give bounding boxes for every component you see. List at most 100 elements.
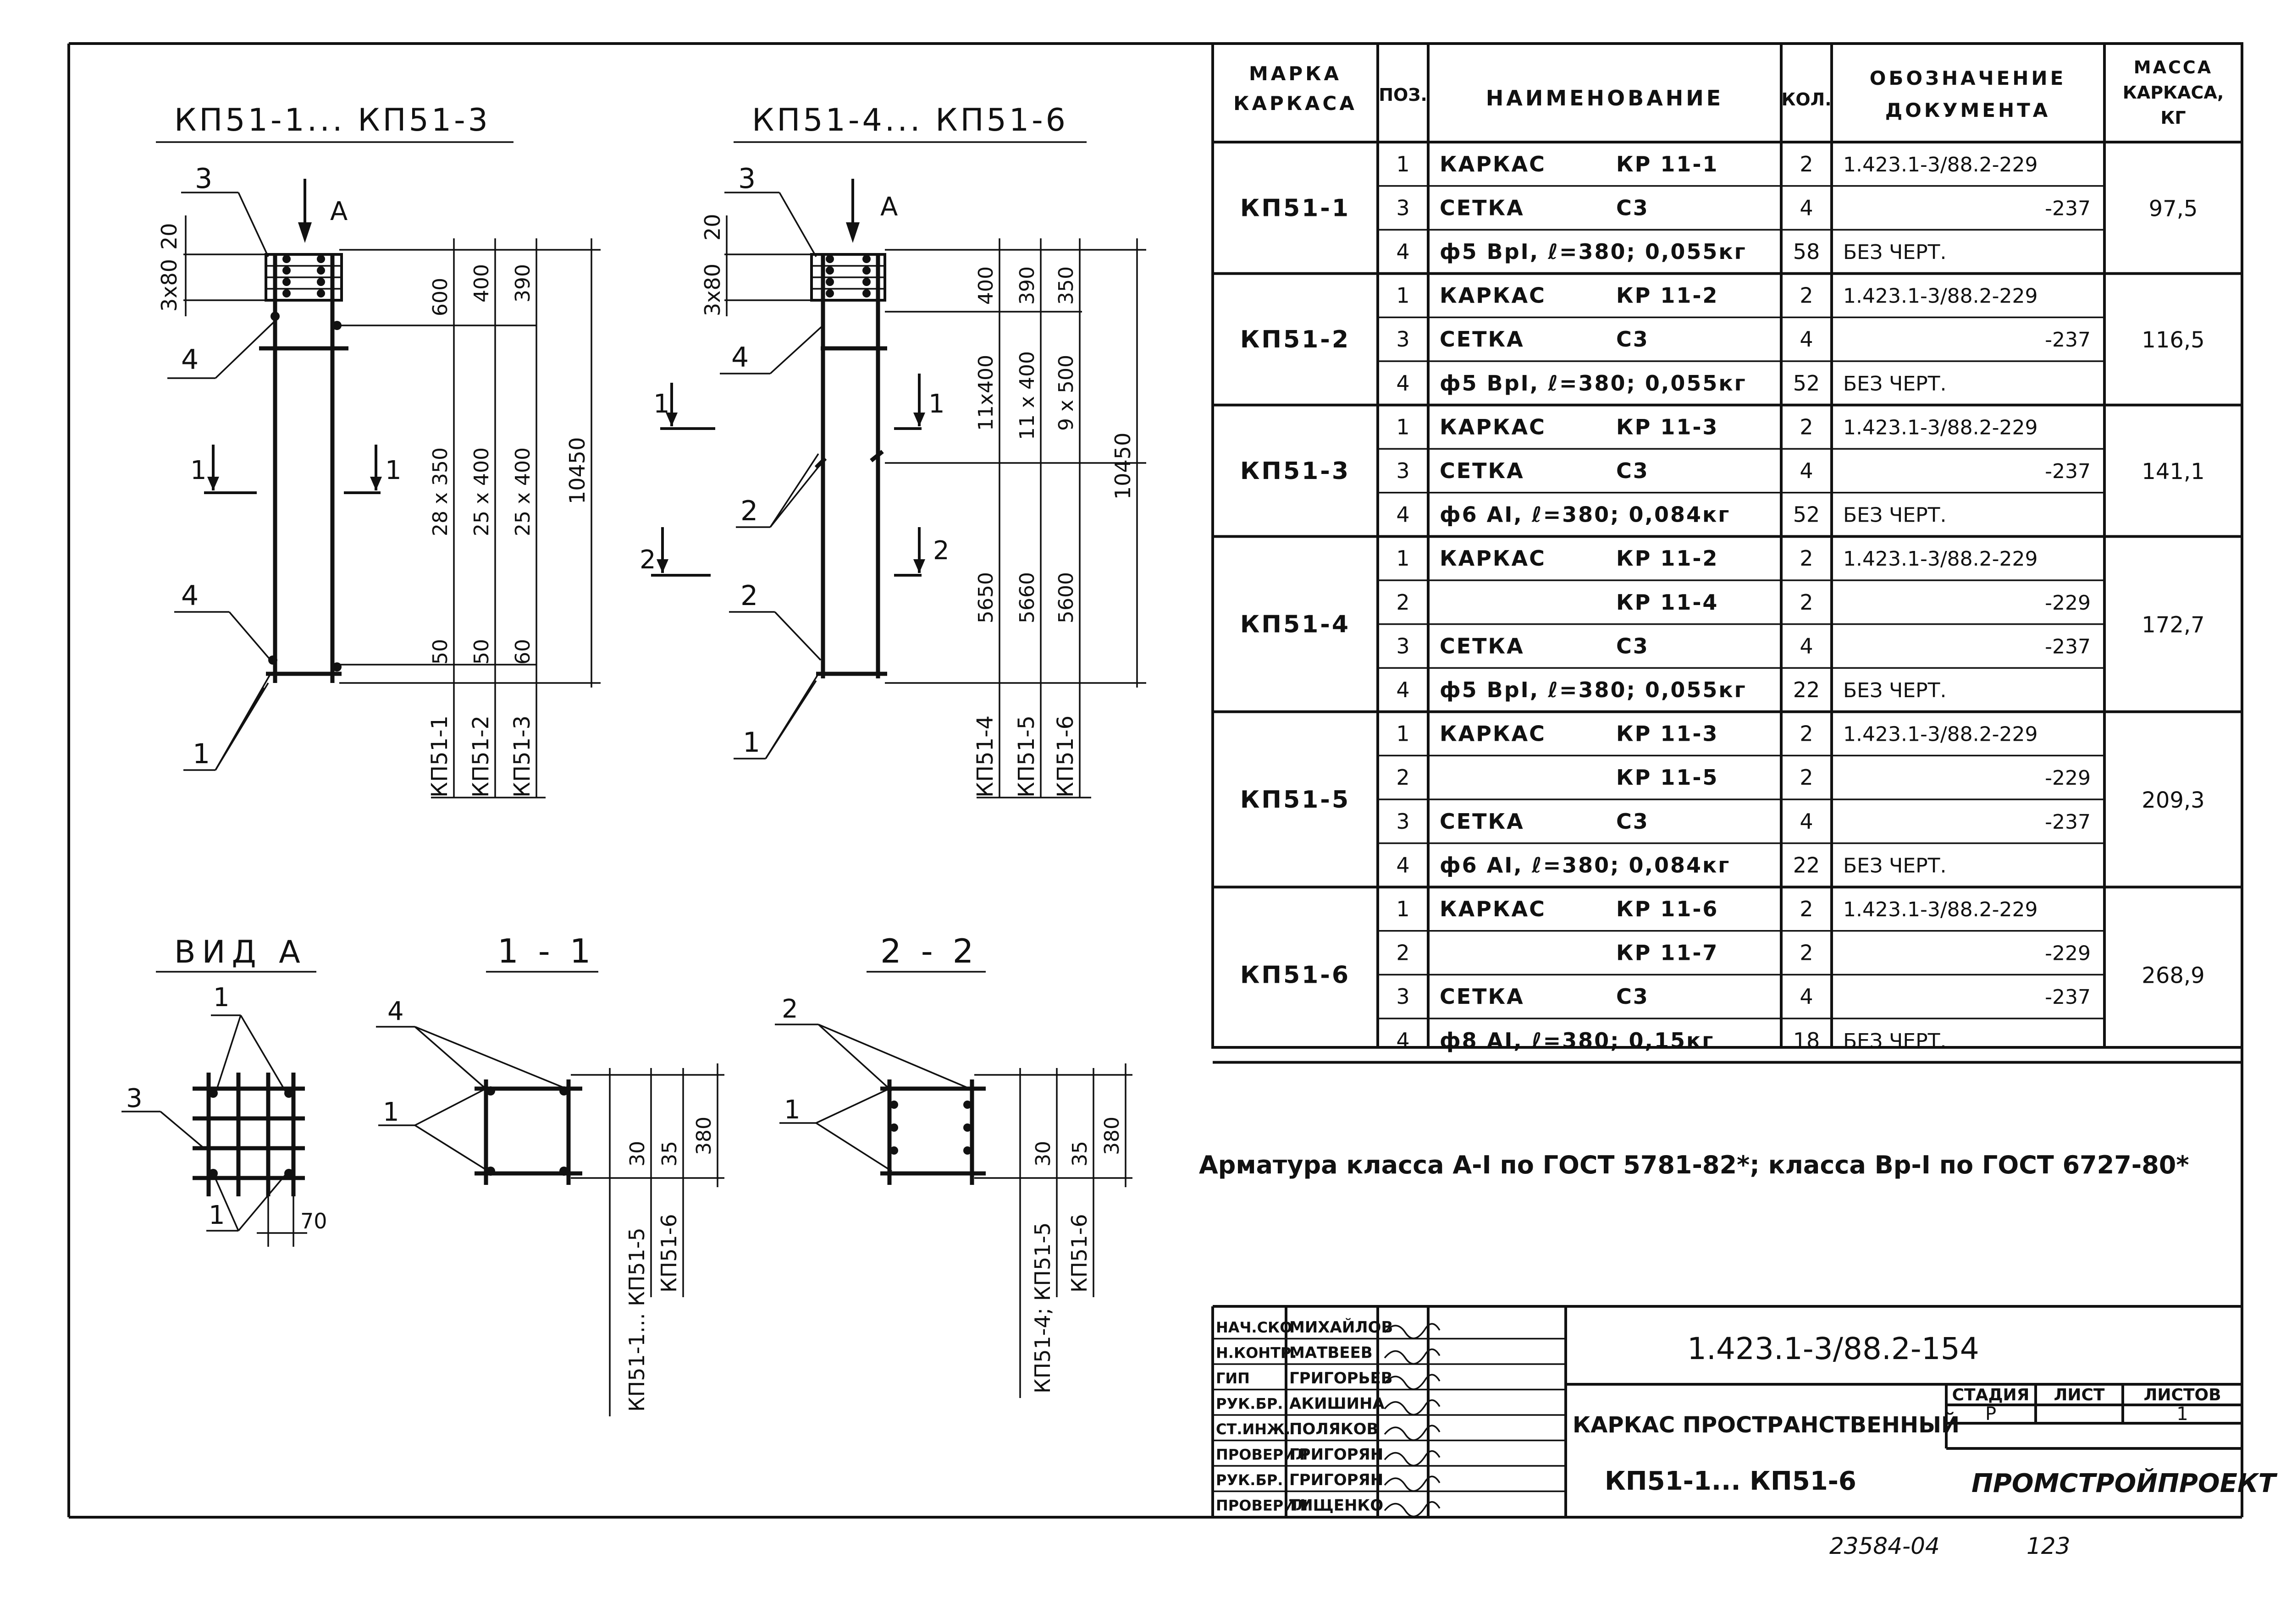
section-2-2: 2 - 2 2 1 30 35 380 КП51-4; КП51-5 КП51-…: [775, 932, 1132, 1398]
person-name: ГРИГОРЯН: [1289, 1446, 1383, 1464]
row-qty: 2: [1800, 414, 1813, 439]
row-doc: -229: [2045, 942, 2091, 965]
row-qty: 4: [1800, 327, 1813, 352]
row-qty: 4: [1800, 195, 1813, 220]
row-item: КР 11-5: [1616, 765, 1718, 790]
row-item: КР 11-3: [1616, 721, 1718, 746]
person-name: ТИЩЕНКО: [1289, 1497, 1383, 1515]
row-pos: 3: [1396, 195, 1409, 220]
svg-text:60: 60: [511, 639, 535, 665]
svg-text:3х80: 3х80: [157, 259, 182, 312]
row-qty: 4: [1800, 984, 1813, 1009]
signature-icon: [1384, 1349, 1441, 1365]
svg-text:4: 4: [181, 344, 199, 376]
row-doc: -237: [2045, 810, 2091, 834]
svg-text:4: 4: [731, 341, 749, 374]
svg-text:КП51-6: КП51-6: [657, 1214, 681, 1293]
svg-text:3: 3: [126, 1084, 143, 1113]
row-name: ф5 ВрI, ℓ=380; 0,055кг: [1440, 239, 1747, 264]
row-name: СЕТКА: [1440, 195, 1524, 220]
row-pos: 1: [1396, 546, 1409, 571]
svg-text:1: 1: [784, 1095, 801, 1125]
row-name: КАРКАС: [1440, 897, 1546, 921]
svg-text:20: 20: [157, 223, 182, 250]
row-qty: 22: [1793, 677, 1820, 702]
frame-mark: КП51-1: [1240, 194, 1350, 222]
row-doc: БЕЗ ЧЕРТ.: [1843, 679, 1947, 702]
svg-text:50: 50: [429, 639, 452, 665]
svg-text:11х400: 11х400: [974, 355, 998, 431]
row-pos: 3: [1396, 633, 1409, 658]
svg-text:КП51-1... КП51-5: КП51-1... КП51-5: [624, 1228, 649, 1412]
row-pos: 2: [1396, 765, 1409, 790]
row-name: КАРКАС: [1440, 283, 1546, 308]
row-qty: 22: [1793, 853, 1820, 877]
document-code: 1.423.1-3/88.2-154: [1687, 1331, 1979, 1366]
svg-text:380: 380: [692, 1117, 716, 1155]
row-pos: 4: [1396, 1028, 1409, 1053]
svg-text:1: 1: [193, 738, 210, 770]
row-doc: 1.423.1-3/88.2-229: [1843, 153, 2038, 176]
svg-text:КП51-2: КП51-2: [468, 716, 494, 798]
row-qty: 18: [1793, 1028, 1820, 1053]
svg-text:1: 1: [928, 389, 945, 419]
svg-text:20: 20: [700, 214, 725, 241]
svg-text:КГ: КГ: [2160, 108, 2186, 128]
svg-text:25 х 400: 25 х 400: [511, 447, 535, 536]
row-pos: 4: [1396, 853, 1409, 877]
svg-text:5650: 5650: [974, 572, 998, 623]
row-name: ф5 ВрI, ℓ=380; 0,055кг: [1440, 677, 1747, 702]
svg-text:600: 600: [429, 278, 452, 316]
row-name: ф6 АI, ℓ=380; 0,084кг: [1440, 502, 1730, 527]
row-doc: -229: [2045, 766, 2091, 790]
arrow-a-icon: [846, 222, 860, 243]
frame-mass: 141,1: [2142, 459, 2204, 484]
person-role: РУК.БР.: [1216, 1471, 1283, 1489]
person-name: ГРИГОРЬЕВ: [1289, 1369, 1393, 1387]
svg-text:1: 1: [190, 456, 207, 485]
row-name: СЕТКА: [1440, 633, 1524, 658]
view-a: ВИД А 1 3 1 70: [121, 934, 327, 1247]
signature-icon: [1384, 1425, 1441, 1441]
svg-text:КП51-5: КП51-5: [1014, 716, 1039, 798]
svg-text:70: 70: [300, 1209, 327, 1233]
svg-text:4: 4: [181, 580, 199, 612]
svg-text:ВИД А: ВИД А: [174, 934, 307, 970]
row-qty: 2: [1800, 765, 1813, 790]
row-doc: БЕЗ ЧЕРТ.: [1843, 241, 1947, 264]
row-qty: 4: [1800, 458, 1813, 483]
svg-text:400: 400: [470, 264, 493, 303]
svg-text:КАРКАСА,: КАРКАСА,: [2123, 83, 2224, 103]
svg-text:МАССА: МАССА: [2134, 57, 2213, 77]
row-name: КАРКАС: [1440, 546, 1546, 571]
row-item: С3: [1616, 984, 1649, 1009]
row-qty: 4: [1800, 633, 1813, 658]
signature-icon: [1384, 1374, 1441, 1390]
svg-text:КП51-6: КП51-6: [1053, 716, 1078, 798]
svg-text:1: 1: [2176, 1404, 2188, 1425]
organization: ПРОМСТРОЙПРОЕКТ: [1971, 1468, 2278, 1498]
svg-text:28 х 350: 28 х 350: [429, 447, 452, 536]
row-doc: -237: [2045, 460, 2091, 483]
svg-text:2: 2: [933, 536, 950, 566]
row-doc: -237: [2045, 635, 2091, 658]
frame-mark: КП51-4: [1240, 611, 1350, 639]
row-pos: 4: [1396, 677, 1409, 702]
svg-text:КП51-6: КП51-6: [1067, 1214, 1092, 1293]
svg-text:2: 2: [740, 580, 758, 612]
svg-text:1: 1: [743, 727, 760, 759]
row-item: КР 11-2: [1616, 546, 1718, 571]
row-name: КАРКАС: [1440, 414, 1546, 439]
row-doc: -237: [2045, 197, 2091, 220]
section-1-1: 1 - 1 4 1 30 35 380 КП51-1... КП51-5 КП5…: [376, 932, 724, 1416]
row-item: С3: [1616, 458, 1649, 483]
svg-text:1: 1: [213, 983, 230, 1013]
row-doc: 1.423.1-3/88.2-229: [1843, 416, 2038, 439]
row-qty: 52: [1793, 371, 1820, 396]
frame-mass: 268,9: [2142, 963, 2204, 988]
svg-text:НАИМЕНОВАНИЕ: НАИМЕНОВАНИЕ: [1486, 86, 1723, 110]
row-pos: 4: [1396, 371, 1409, 396]
svg-text:1 - 1: 1 - 1: [497, 932, 595, 970]
row-qty: 2: [1800, 283, 1813, 308]
